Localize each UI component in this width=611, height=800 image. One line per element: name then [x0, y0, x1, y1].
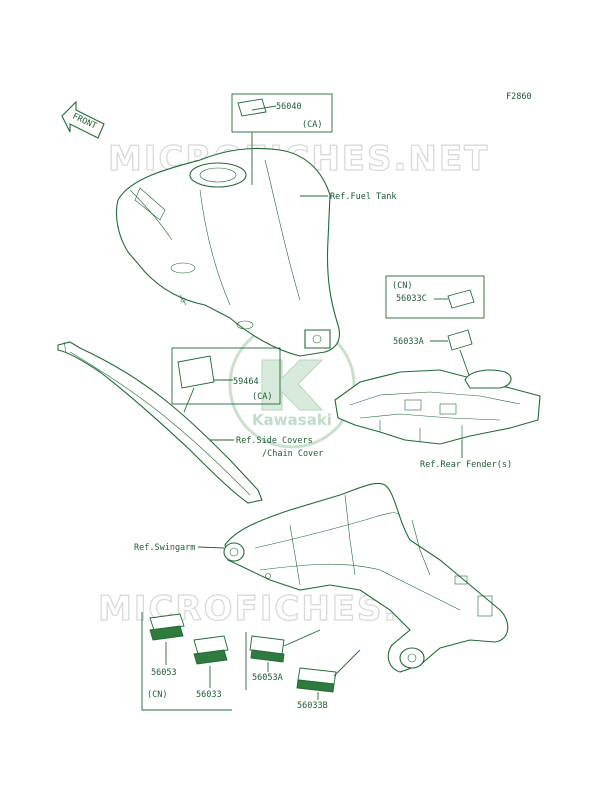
label-ref-fuel-tank: Ref.Fuel Tank — [330, 192, 397, 202]
label-56033c-region: (CN) — [392, 281, 412, 291]
label-56033a: 56033A — [393, 337, 424, 347]
label-ref-side-covers: Ref.Side Covers — [236, 436, 313, 446]
swingarm — [223, 482, 509, 673]
figure-code: F2860 — [506, 92, 532, 102]
part-56053-56033: 56053 (CN) 56033 — [141, 612, 232, 711]
side-cover — [57, 341, 263, 504]
label-ref-chain-cover: /Chain Cover — [262, 449, 323, 459]
rear-fender — [334, 369, 541, 445]
label-56053a: 56053A — [252, 673, 283, 683]
part-59464: 59464 (CA) — [171, 347, 281, 413]
label-59464: 59464 — [233, 377, 259, 387]
part-56033a: 56033A — [393, 329, 473, 379]
part-56033b: 56033B — [296, 649, 361, 711]
label-56053-region: (CN) — [147, 690, 167, 700]
label-56033: 56033 — [196, 690, 222, 700]
label-56040-region: (CA) — [302, 120, 322, 130]
front-arrow-icon: FRONT — [61, 100, 105, 139]
label-56053: 56053 — [151, 668, 177, 678]
part-56033c: (CN) 56033C — [385, 275, 485, 319]
part-56053a: 56053A — [245, 629, 321, 690]
kawasaki-logo-text: Kawasaki — [252, 411, 332, 429]
fuel-tank — [115, 147, 341, 357]
label-ref-rear-fender: Ref.Rear Fender(s) — [420, 460, 512, 470]
label-56040: 56040 — [276, 102, 302, 112]
part-56040: 56040 (CA) — [231, 93, 333, 185]
label-ref-swingarm: Ref.Swingarm — [134, 543, 195, 553]
label-56033c: 56033C — [396, 294, 427, 304]
label-59464-region: (CA) — [252, 392, 272, 402]
label-56033b: 56033B — [297, 701, 328, 711]
